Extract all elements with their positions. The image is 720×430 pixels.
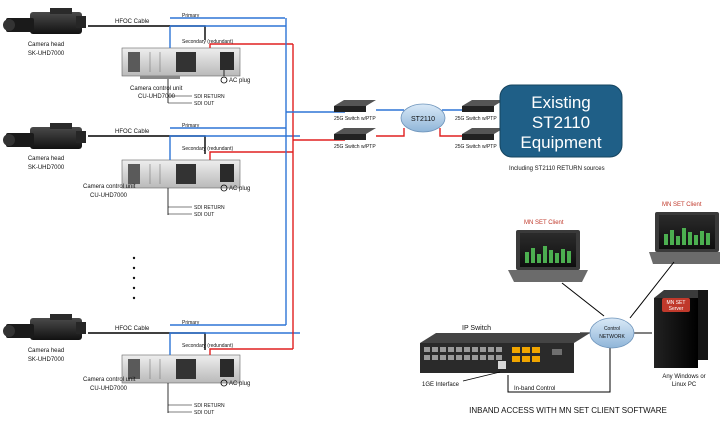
ip-switch-icon [420,333,590,373]
existing-line-2: ST2110 [532,113,590,132]
hfoc-cable-line [88,25,206,40]
camera-model: SK-UHD7000 [28,357,65,363]
switch-primary-right [462,100,504,112]
camera-label: Camera head [28,42,64,48]
camera-label: Camera head [28,348,64,354]
existing-line-3: Equipment [520,133,602,152]
hfoc-cable-label: HFOC Cable [115,326,150,332]
secondary-line [209,43,293,48]
switch-primary-left [334,100,376,112]
ccu-model: CU-UHD7000 [90,386,128,392]
primary-line [169,135,300,160]
existing-line-1: Existing [531,93,591,112]
existing-caption: Including ST2110 RETURN sources [509,166,605,172]
ccu-unit-icon [121,159,241,189]
sdi-out-label: SDI OUT [194,410,214,416]
ip-switch-label: IP Switch [462,325,491,332]
laptop-left-icon [508,230,588,282]
primary-line [169,25,286,48]
ac-plug-icon [220,184,228,192]
switch-label: 25G Switch w/PTP [455,116,497,122]
client-label-right: MN SET Client [662,202,702,208]
more-cameras-dots [132,256,136,300]
client-label-left: MN SET Client [524,220,564,226]
camera-head-icon [3,8,86,34]
switch-secondary-right [462,128,504,140]
control-network-cloud-icon [589,317,635,349]
st2110-cloud-icon [400,103,446,133]
control-network-label-1: Control [604,326,620,332]
sdi-out-label: SDI OUT [194,212,214,218]
primary-label: Primary [182,13,200,19]
ac-plug-icon [220,76,228,84]
ccu-unit-icon [121,47,241,79]
ccu-model: CU-UHD7000 [90,193,128,199]
camera-block-2: Camera head SK-UHD7000 HFOC Cable Camera… [3,123,300,218]
secondary-label: Secondary (redundant) [182,146,233,152]
switch-label: 25G Switch w/PTP [334,116,376,122]
secondary-label: Secondary (redundant) [182,343,233,349]
pc-caption-2: Linux PC [672,382,697,388]
existing-equipment-box: Existing ST2110 Equipment [499,84,623,158]
camera-block-1: Camera head SK-UHD7000 HFOC Cable Camera… [3,8,293,107]
hfoc-cable-label: HFOC Cable [115,19,150,25]
switch-label: 25G Switch w/PTP [455,144,497,150]
primary-label: Primary [182,123,200,129]
ccu-label: Camera control unit [83,184,136,190]
pc-caption-1: Any Windows or [662,374,705,380]
interface-1ge-label: 1GE Interface [422,382,460,388]
ccu-label: Camera control unit [83,377,136,383]
camera-label: Camera head [28,156,64,162]
sdi-return-label: SDI RETURN [194,403,225,409]
st2110-label: ST2110 [411,116,435,123]
ac-plug-label: AC plug [229,381,250,387]
laptop-right-icon [649,212,720,264]
control-network-label-2: NETWORK [599,334,625,340]
sdi-return-label: SDI RETURN [194,205,225,211]
inband-control-label: In-band Control [514,386,555,392]
switch-label: 25G Switch w/PTP [334,144,376,150]
primary-label: Primary [182,320,200,326]
mn-set-server-label-1: MN SET [667,300,686,306]
camera-head-icon [3,314,86,340]
ac-plug-label: AC plug [229,186,250,192]
camera-model: SK-UHD7000 [28,165,65,171]
ac-plug-icon [220,379,228,387]
camera-head-icon [3,123,86,149]
ac-plug-label: AC plug [229,78,250,84]
secondary-line [209,151,293,160]
switch-secondary-left [334,128,376,140]
secondary-label: Secondary (redundant) [182,39,233,45]
secondary-line [209,348,293,355]
sdi-out-label: SDI OUT [194,101,214,107]
camera-model: SK-UHD7000 [28,51,65,57]
ccu-label: Camera control unit [130,86,183,92]
camera-block-3: Camera head SK-UHD7000 HFOC Cable Camera… [3,314,300,416]
mn-set-server-label-2: Server [669,306,684,312]
mn-set-server-icon [654,290,708,368]
hfoc-cable-label: HFOC Cable [115,129,150,135]
ccu-unit-icon [121,354,241,384]
inband-caption: INBAND ACCESS WITH MN SET CLIENT SOFTWAR… [469,406,667,415]
primary-line [169,332,300,355]
sdi-return-label: SDI RETURN [194,94,225,100]
ccu-model: CU-UHD7000 [138,94,176,100]
